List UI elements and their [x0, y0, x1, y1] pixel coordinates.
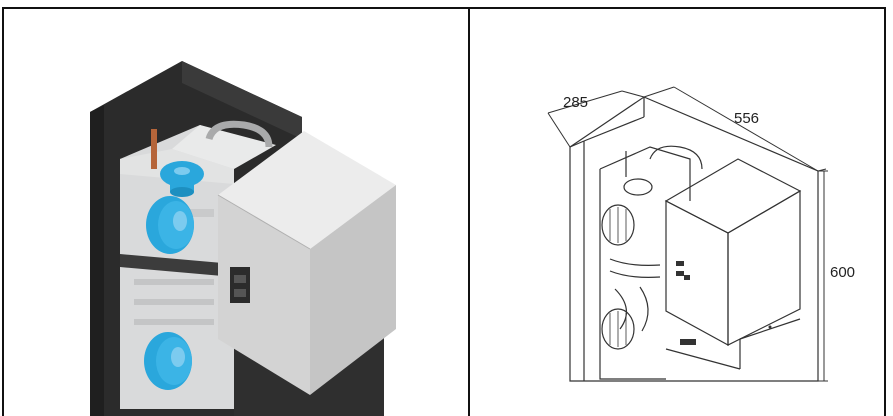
upper-cap-outline [601, 204, 635, 246]
lower-cap-outline [601, 308, 635, 350]
top-cap-icon [160, 161, 204, 197]
tank-render-image [90, 61, 396, 416]
control-cabinet [217, 131, 396, 395]
tank-outline [599, 146, 691, 380]
lower-round-cap-icon [144, 332, 192, 390]
depth-dimension-line [547, 90, 623, 114]
handle-outline [649, 145, 703, 170]
table-frame [2, 7, 886, 416]
pipe [151, 129, 157, 169]
table-divider [468, 7, 470, 416]
housing-outline [569, 96, 819, 382]
width-dimension-line [673, 86, 819, 172]
dimension-panel: 285 556 600 [470, 9, 884, 416]
depth-label: 285 [563, 94, 588, 111]
cabinet-outline [664, 158, 802, 234]
top-cap-outline [623, 178, 653, 196]
height-label: 600 [830, 264, 855, 281]
cabinet-controls [676, 261, 772, 345]
width-label: 556 [734, 110, 759, 127]
handle [205, 120, 273, 148]
dimension-drawing: 285 556 600 [547, 86, 855, 382]
display-panel [230, 267, 250, 303]
cap-knurl [609, 207, 627, 347]
upper-round-cap-icon [146, 196, 194, 254]
render-panel [4, 9, 468, 416]
